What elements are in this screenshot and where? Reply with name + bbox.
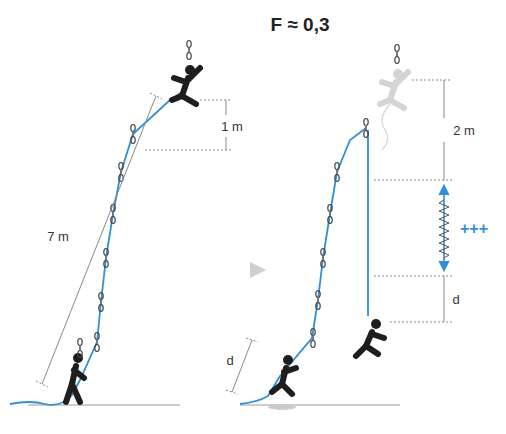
dimension-label: d xyxy=(452,293,459,306)
dimension-label: 2 m xyxy=(453,124,475,137)
fall-path xyxy=(382,104,390,150)
dimension-line xyxy=(36,93,162,387)
title: F ≈ 0,3 xyxy=(270,15,329,34)
dimension-label: 1 m xyxy=(221,120,243,133)
shadow xyxy=(268,404,296,410)
quickdraws-left xyxy=(95,125,135,352)
belayer xyxy=(66,353,84,402)
force-indicator: +++ xyxy=(460,221,488,237)
anchor-top-right xyxy=(395,45,399,64)
dimension-label: 7 m xyxy=(47,230,69,243)
falling-climber xyxy=(356,319,384,356)
dimension-label: d xyxy=(226,354,233,367)
rope-right xyxy=(240,128,368,404)
rope-left xyxy=(10,92,182,405)
ground xyxy=(28,405,400,406)
dimension-line xyxy=(374,80,452,322)
ghost-climber xyxy=(380,69,408,108)
rope-stretch xyxy=(439,186,449,270)
climber xyxy=(172,65,200,104)
quickdraws-right xyxy=(311,119,368,348)
transition-arrow xyxy=(250,262,266,278)
dimension-line xyxy=(145,100,232,150)
anchor-left xyxy=(78,339,82,358)
belayer-lifted xyxy=(272,355,296,394)
anchor-top-left xyxy=(187,41,191,60)
dimension-line xyxy=(226,338,258,394)
